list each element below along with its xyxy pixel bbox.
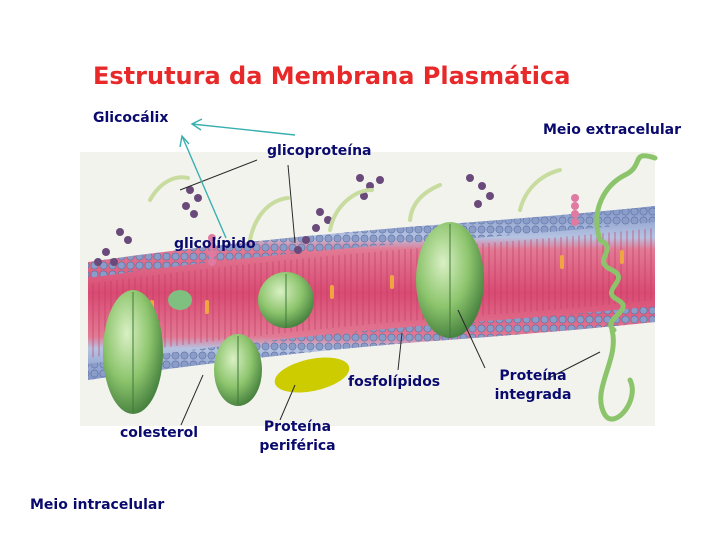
glycolipid-chain xyxy=(208,194,579,266)
label-integral-protein: Proteína integrada xyxy=(488,367,578,405)
label-integral-protein-line2: integrada xyxy=(494,387,572,403)
pointer-lines xyxy=(179,159,601,426)
label-peripheral-protein: Proteína periférica xyxy=(250,418,345,456)
label-peripheral-protein-line2: periférica xyxy=(259,438,336,454)
integral-proteins xyxy=(103,222,484,414)
glycoprotein-strands xyxy=(148,168,562,242)
label-intracellular: Meio intracelular xyxy=(30,497,165,513)
page-title: Estrutura da Membrana Plasmática xyxy=(93,62,571,90)
peripheral-protein xyxy=(274,357,350,393)
label-glycolipid: glicolípido xyxy=(174,236,256,252)
label-cholesterol: colesterol xyxy=(120,425,199,441)
label-integral-protein-line1: Proteína xyxy=(499,368,567,384)
label-phospholipids: fosfolípidos xyxy=(348,374,441,390)
label-peripheral-protein-line1: Proteína xyxy=(263,419,332,435)
label-glycocalyx: Glicocálix xyxy=(93,110,169,126)
sugar-chains xyxy=(94,174,494,266)
helical-protein xyxy=(594,153,658,422)
label-extracellular: Meio extracelular xyxy=(543,122,681,138)
glycocalyx-arrows xyxy=(179,118,296,239)
label-glycoprotein: glicoproteína xyxy=(267,143,372,159)
